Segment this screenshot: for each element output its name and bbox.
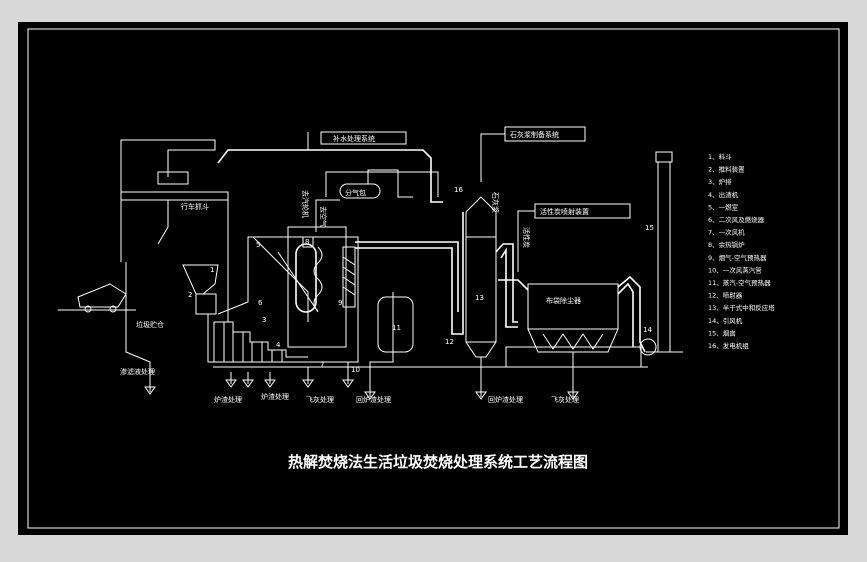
num-13: 13 bbox=[475, 294, 484, 302]
legend-item: 2、推料装置 bbox=[708, 165, 745, 174]
num-16: 16 bbox=[454, 186, 463, 194]
num-6: 6 bbox=[258, 299, 263, 307]
ash-outlets bbox=[213, 346, 648, 388]
drawing-frame bbox=[27, 28, 840, 529]
label-fly-ash-4: 飞灰处理 bbox=[551, 395, 579, 404]
reaction-tower bbox=[465, 196, 497, 400]
incinerator bbox=[207, 236, 359, 363]
legend-item: 6、二次风及燃烧器 bbox=[708, 215, 765, 224]
flue-duct bbox=[355, 212, 464, 335]
label-steam-v2: 去空气 bbox=[319, 206, 328, 227]
legend: 1、料斗 2、推料装置 3、炉排 4、出渣机 5、一燃室 6、二次风及燃烧器 7、一次风机 8… bbox=[708, 152, 775, 350]
legend-item: 3、炉排 bbox=[708, 177, 732, 186]
num-10: 10 bbox=[351, 366, 360, 374]
waste-pit bbox=[125, 262, 156, 395]
label-fly-ash-2: 回炉渣处理 bbox=[356, 395, 391, 404]
feed-hopper bbox=[182, 264, 219, 315]
num-11: 11 bbox=[392, 324, 401, 332]
label-carbon-v: 活性炭 bbox=[522, 227, 531, 248]
label-steam-drum: 分气包 bbox=[345, 188, 366, 197]
crane-structure bbox=[120, 139, 229, 322]
label-activated-carbon: 活性炭喷射装置 bbox=[540, 207, 589, 216]
label-waste-pit: 垃圾贮仓 bbox=[136, 320, 164, 329]
water-treatment-pipe bbox=[217, 131, 443, 203]
label-water-treatment: 补水处理系统 bbox=[333, 134, 375, 143]
label-ash-1: 炉渣处理 bbox=[214, 395, 242, 404]
legend-item: 15、烟囱 bbox=[708, 328, 736, 337]
label-grab-bucket: 行车抓斗 bbox=[181, 202, 209, 211]
waste-heat-boiler bbox=[287, 226, 356, 348]
steam-drum bbox=[315, 169, 439, 232]
legend-item: 14、引风机 bbox=[708, 316, 743, 325]
process-flow-diagram: 1 2 3 4 5 6 7 8 9 10 11 12 13 14 15 16 行… bbox=[27, 28, 840, 529]
steam-air-preheater bbox=[364, 292, 414, 400]
legend-item: 10、一次风蒸汽管 bbox=[708, 265, 762, 274]
num-14: 14 bbox=[643, 326, 652, 334]
legend-item: 12、喷射器 bbox=[708, 291, 743, 300]
num-2: 2 bbox=[188, 291, 192, 299]
component-numbers: 1 2 3 4 5 6 7 8 9 10 11 12 13 14 15 16 bbox=[188, 186, 654, 374]
legend-item: 9、烟气-空气预热器 bbox=[708, 253, 767, 262]
diagram-labels: 行车抓斗 垃圾贮仓 渗滤液处理 补水处理系统 分气包 石灰浆制备系统 活性炭喷射… bbox=[120, 130, 589, 404]
num-8: 8 bbox=[305, 238, 309, 246]
label-lime-system: 石灰浆制备系统 bbox=[510, 130, 559, 139]
num-4: 4 bbox=[276, 341, 281, 349]
garbage-truck bbox=[58, 283, 136, 313]
label-leachate: 渗滤液处理 bbox=[120, 367, 155, 376]
legend-item: 11、蒸汽-空气预热器 bbox=[708, 278, 771, 287]
cad-drawing-canvas: 1 2 3 4 5 6 7 8 9 10 11 12 13 14 15 16 行… bbox=[18, 22, 848, 535]
label-lime-v: 石灰浆 bbox=[491, 192, 500, 213]
legend-item: 5、一燃室 bbox=[708, 202, 739, 211]
duct-to-bagfilter bbox=[495, 243, 518, 328]
legend-item: 13、半干式中和反应塔 bbox=[708, 303, 775, 312]
activated-carbon-system bbox=[517, 203, 631, 272]
legend-item: 1、料斗 bbox=[708, 152, 732, 161]
num-3: 3 bbox=[262, 316, 266, 324]
diagram-title: 热解焚烧法生活垃圾焚烧处理系统工艺流程图 bbox=[288, 453, 588, 471]
fan-and-chimney bbox=[639, 151, 683, 356]
label-fly-ash-1: 飞灰处理 bbox=[306, 395, 334, 404]
legend-item: 8、余热锅炉 bbox=[708, 240, 745, 249]
label-ash-2: 炉渣处理 bbox=[261, 392, 289, 401]
legend-item: 16、发电机组 bbox=[708, 341, 749, 350]
num-1: 1 bbox=[210, 266, 214, 274]
legend-item: 4、出渣机 bbox=[708, 190, 739, 199]
num-9: 9 bbox=[338, 299, 342, 307]
num-7: 7 bbox=[320, 361, 324, 369]
label-steam-v1: 去汽轮机 bbox=[301, 190, 310, 218]
lime-system bbox=[480, 126, 586, 182]
label-bag-filter: 布袋除尘器 bbox=[546, 296, 581, 305]
bag-filter bbox=[498, 275, 646, 400]
label-fly-ash-3: 回炉渣处理 bbox=[488, 395, 523, 404]
num-15: 15 bbox=[645, 224, 654, 232]
num-12: 12 bbox=[445, 338, 454, 346]
num-5: 5 bbox=[256, 241, 260, 249]
legend-item: 7、一次风机 bbox=[708, 228, 745, 237]
